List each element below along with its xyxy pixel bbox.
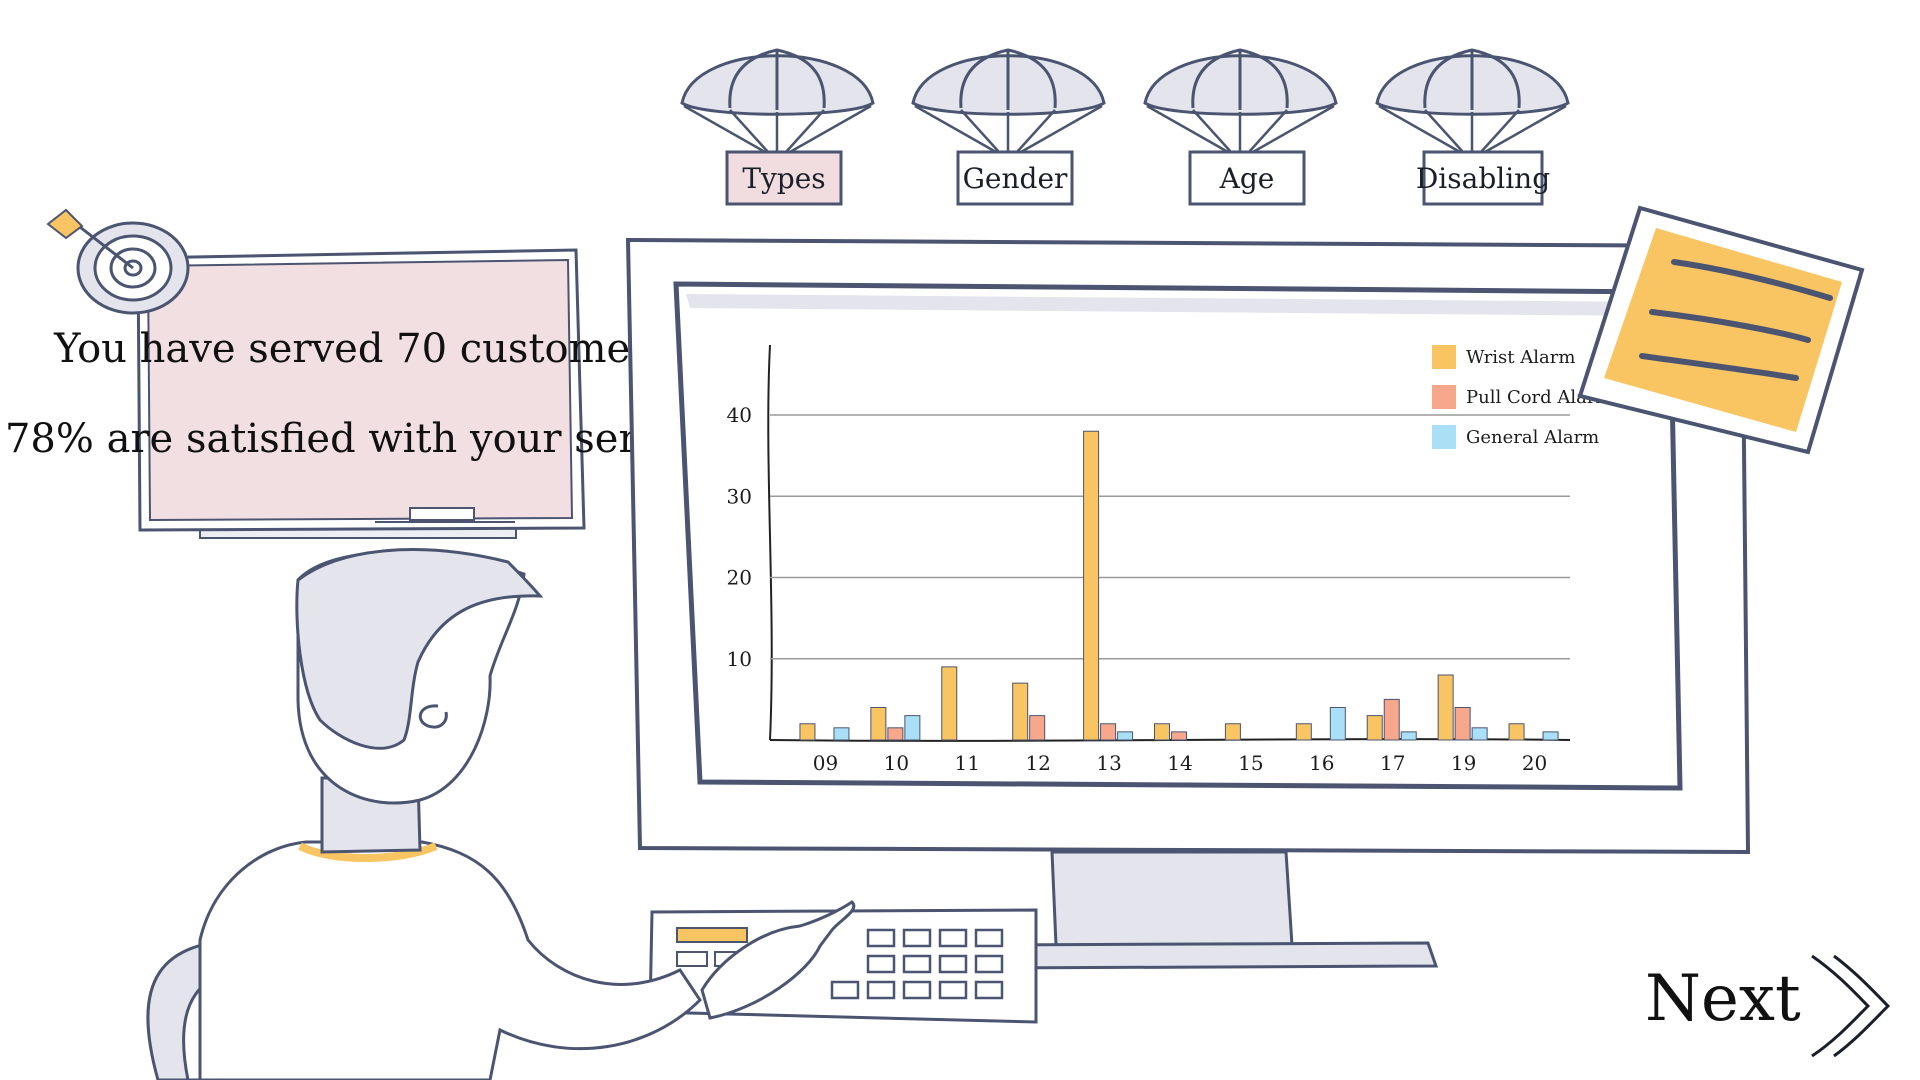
bar-pull-cord-alarm [887,727,904,741]
arrow-icon [46,208,134,270]
x-tick-label: 17 [1380,751,1405,775]
x-tick-label: 20 [1522,751,1547,775]
bar-general-alarm [1329,707,1346,741]
nav-item-types[interactable]: Types [680,48,875,206]
keyboard [648,908,1038,1024]
y-tick-label: 30 [727,484,752,508]
bar-pull-cord-alarm [1454,707,1471,741]
bar-pull-cord-alarm [1171,731,1187,741]
nav-tag-disabling [1422,150,1544,206]
summary-line-customers: You have served 70 customers [53,326,670,372]
summary-line-satisfaction: 78% are satisfied with your service [5,416,719,462]
parachute-icon [1375,48,1570,154]
bar-pull-cord-alarm [1383,698,1400,741]
next-button[interactable]: Next [1645,954,1891,1058]
legend-swatch [1432,345,1456,369]
bar-wrist-alarm [799,723,816,741]
legend-label: General Alarm [1466,427,1599,448]
x-tick-label: 10 [884,751,909,775]
bar-wrist-alarm [1083,430,1100,741]
y-tick-label: 10 [727,647,752,671]
next-label: Next [1645,962,1801,1036]
double-chevron-right-icon [1811,954,1891,1058]
bar-general-alarm [1542,731,1559,741]
nav-item-age[interactable]: Age [1143,48,1338,206]
bar-wrist-alarm [941,666,958,741]
parachute-icon [911,48,1106,154]
sticky-note-icon [1577,205,1865,455]
bar-pull-cord-alarm [1100,723,1117,741]
bar-general-alarm [1400,731,1417,741]
y-tick-label: 40 [727,403,752,427]
bar-wrist-alarm [1437,674,1454,741]
summary-board: You have served 70 customers 78% are sat… [5,248,719,539]
parachute-icon [1143,48,1338,154]
legend-swatch [1432,425,1456,449]
x-tick-label: 15 [1238,751,1263,775]
monitor [625,237,1751,970]
y-tick-label: 20 [727,566,752,590]
nav-label-age: Age [1219,162,1275,195]
bar-wrist-alarm [1508,723,1525,741]
bar-pull-cord-alarm [1029,715,1046,741]
legend-swatch [1432,385,1456,409]
bar-general-alarm [904,715,921,741]
nav-item-gender[interactable]: Gender [911,48,1106,206]
bar-wrist-alarm [870,707,887,741]
x-tick-label: 14 [1167,751,1192,775]
bar-wrist-alarm [1366,715,1383,741]
alarm-types-chart: 10 20 30 40 09 10 11 12 13 14 15 16 17 19 20 Wrist Alar… [727,344,1613,775]
nav-label-types: Types [742,162,825,195]
person-illustration [146,548,856,1080]
x-tick-label: 13 [1096,751,1121,775]
bar-general-alarm [833,727,850,741]
x-tick-label: 11 [955,751,980,775]
bar-wrist-alarm [1295,723,1312,741]
x-tick-label: 09 [813,751,838,775]
bar-wrist-alarm [1012,682,1029,741]
legend-label: Wrist Alarm [1466,347,1575,368]
nav-label-disabling: Disabling [1416,162,1550,195]
x-tick-label: 19 [1451,751,1476,775]
nav-tag-age [1188,150,1306,206]
nav-tag-types [725,150,843,206]
parachute-icon [680,48,875,154]
nav-item-disabling[interactable]: Disabling [1375,48,1570,206]
bar-general-alarm [1117,731,1134,741]
bar-wrist-alarm [1224,723,1241,741]
nav-label-gender: Gender [963,162,1068,195]
y-axis-line [767,344,773,741]
bar-wrist-alarm [1154,723,1170,741]
bar-general-alarm [1471,727,1488,741]
nav-tag-gender [956,150,1074,206]
x-tick-label: 16 [1309,751,1334,775]
parachute-nav: Types Gender [680,48,1570,206]
x-tick-label: 12 [1025,751,1050,775]
legend-label: Pull Cord Alarm [1466,387,1613,408]
